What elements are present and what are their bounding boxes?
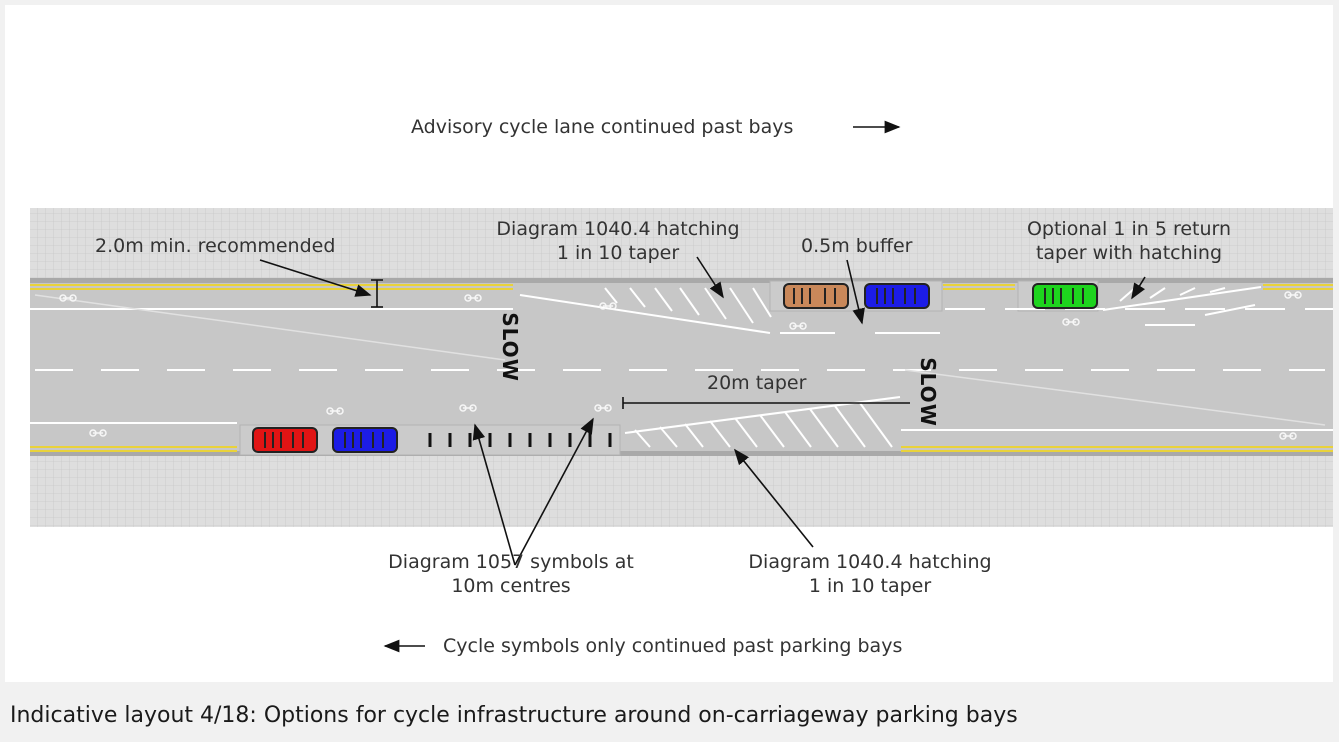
cycle-symbol — [599, 302, 617, 310]
north-kerb — [30, 278, 1333, 283]
leader-width — [259, 259, 372, 297]
cycle-symbol — [89, 429, 107, 437]
taper-guide-north — [34, 294, 506, 361]
symbols-note-line2: 10m centres — [451, 575, 571, 597]
figure-caption: Indicative layout 4/18: Options for cycl… — [10, 703, 1018, 728]
cycle-symbol — [1062, 318, 1080, 326]
hatching-bottom-line1: Diagram 1040.4 hatching — [748, 551, 992, 573]
hatching-top-line1: Diagram 1040.4 hatching — [496, 218, 740, 240]
bay-ticks — [428, 433, 612, 447]
leader-lines — [259, 120, 1146, 653]
car-red — [252, 427, 318, 453]
hatching-north-taper — [519, 287, 940, 334]
car-blue-top — [864, 283, 930, 309]
north-footway — [30, 208, 1333, 282]
double-yellow-lines — [30, 284, 1333, 452]
taper-length-label: 20m taper — [707, 372, 807, 394]
carriageway — [30, 283, 1333, 451]
cycle-symbol — [59, 294, 77, 302]
diagram-panel: SLOW SLOW Advisory cycle lane continued … — [5, 5, 1333, 682]
width-note: 2.0m min. recommended — [95, 235, 336, 257]
slow-marking-north: SLOW — [497, 312, 522, 382]
car-green — [1032, 283, 1098, 309]
hatching-top-line2: 1 in 10 taper — [556, 242, 680, 264]
road-layout-diagram — [30, 120, 1333, 653]
advisory-lane-note: Advisory cycle lane continued past bays — [411, 116, 794, 138]
leader-hatching-bottom — [733, 448, 814, 548]
cycle-symbol — [326, 407, 344, 415]
car-tan — [783, 283, 849, 309]
leader-return-taper — [1131, 276, 1146, 300]
cycle-symbol — [1284, 291, 1302, 299]
buffer-note: 0.5m buffer — [801, 235, 913, 257]
cycle-symbol — [459, 404, 477, 412]
leader-buffer — [846, 259, 865, 325]
hatching-bottom-line2: 1 in 10 taper — [808, 575, 932, 597]
car-blue-bottom — [332, 427, 398, 453]
south-footway — [30, 455, 1333, 527]
cycle-symbol — [464, 294, 482, 302]
return-taper-line1: Optional 1 in 5 return — [1026, 218, 1232, 240]
leader-symbols-1 — [472, 423, 516, 566]
return-taper-line2: taper with hatching — [1035, 242, 1223, 264]
cycle-symbol — [789, 322, 807, 330]
cycle-symbols — [59, 291, 1302, 440]
leader-hatching-top — [696, 256, 724, 299]
cycle-symbol — [594, 404, 612, 412]
cycle-symbol — [1279, 432, 1297, 440]
taper-guide-south — [904, 369, 1326, 426]
leader-symbols-2 — [514, 417, 594, 566]
south-kerb — [30, 451, 1333, 456]
symbols-note-line1: Diagram 1057 symbols at — [388, 551, 634, 573]
slow-marking-south: SLOW — [915, 357, 940, 427]
cycle-symbols-note: Cycle symbols only continued past parkin… — [443, 635, 903, 657]
